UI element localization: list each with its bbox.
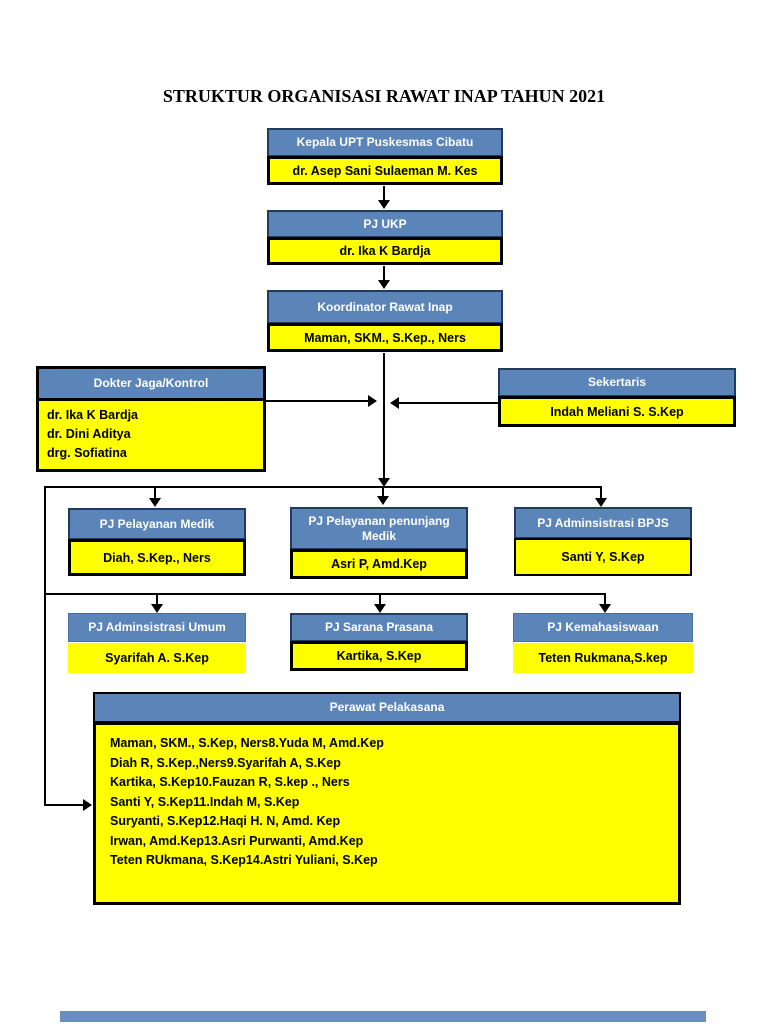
connector-row2-distribution xyxy=(44,593,606,595)
perawat-member: Diah R, S.Kep.,Ners9.Syarifah A, S.Kep xyxy=(110,755,341,770)
arrowhead-penunjang xyxy=(377,496,389,505)
org-box-koordinator-title: Koordinator Rawat Inap xyxy=(267,290,503,324)
org-box-pj-ukp-title: PJ UKP xyxy=(267,210,503,238)
connector-ukp-koordinator xyxy=(383,266,385,280)
connector-drop-sarana xyxy=(379,595,381,604)
connector-drop-penunjang xyxy=(382,488,384,496)
connector-drop-kemahasiswaan xyxy=(604,595,606,604)
dokter-jaga-member: dr. Ika K Bardja xyxy=(47,408,139,422)
org-box-sekertaris-title: Sekertaris xyxy=(498,368,736,397)
org-box-pelayanan-medik: PJ Pelayanan Medik Diah, S.Kep., Ners xyxy=(68,508,246,576)
arrowhead-dokter-jaga xyxy=(368,395,377,407)
arrowhead-koordinator-row1 xyxy=(378,478,390,487)
org-box-dokter-jaga: Dokter Jaga/Kontrol dr. Ika K Bardja dr.… xyxy=(36,366,266,472)
connector-kepala-ukp xyxy=(383,186,385,200)
org-box-sarana-prasana-name: Kartika, S.Kep xyxy=(290,641,468,671)
connector-dokter-jaga xyxy=(266,400,368,402)
org-box-sarana-prasana: PJ Sarana Prasana Kartika, S.Kep xyxy=(290,613,468,671)
org-box-penunjang-medik-title: PJ Pelayanan penunjang Medik xyxy=(290,507,468,550)
org-box-pelayanan-medik-name: Diah, S.Kep., Ners xyxy=(68,539,246,576)
org-box-penunjang-medik-name: Asri P, Amd.Kep xyxy=(290,549,468,579)
arrowhead-umum xyxy=(151,604,163,613)
arrowhead-sekertaris xyxy=(390,397,399,409)
arrowhead-ukp-koordinator xyxy=(378,280,390,289)
connector-perawat xyxy=(44,804,83,806)
perawat-member: Maman, SKM., S.Kep, Ners8.Yuda M, Amd.Ke… xyxy=(110,736,384,750)
connector-left-trunk xyxy=(44,486,46,805)
arrowhead-bpjs xyxy=(595,498,607,507)
arrowhead-kemahasiswaan xyxy=(599,604,611,613)
arrowhead-perawat xyxy=(83,799,92,811)
connector-row1-distribution xyxy=(44,486,602,488)
connector-drop-pelayanan-medik xyxy=(154,488,156,498)
org-box-kemahasiswaan-name: Teten Rukmana,S.kep xyxy=(513,643,693,673)
perawat-member: Kartika, S.Kep10.Fauzan R, S.kep ., Ners xyxy=(110,775,350,789)
perawat-member: Santi Y, S.Kep11.Indah M, S.Kep xyxy=(110,794,300,809)
arrowhead-pelayanan-medik xyxy=(149,498,161,507)
perawat-member: Irwan, Amd.Kep13.Asri Purwanti, Amd.Kep xyxy=(110,833,364,848)
org-box-sekertaris: Sekertaris Indah Meliani S. S.Kep xyxy=(498,368,736,427)
org-box-kemahasiswaan-title: PJ Kemahasiswaan xyxy=(513,613,693,642)
org-box-dokter-jaga-members: dr. Ika K Bardja dr. Dini Aditya drg. So… xyxy=(39,401,263,469)
dokter-jaga-member: dr. Dini Aditya xyxy=(47,427,131,441)
org-box-adminsistrasi-umum-title: PJ Adminsistrasi Umum xyxy=(68,613,246,642)
dokter-jaga-member: drg. Sofiatina xyxy=(47,446,127,460)
org-box-penunjang-medik: PJ Pelayanan penunjang Medik Asri P, Amd… xyxy=(290,507,468,579)
org-box-adminsistrasi-bpjs-title: PJ Adminsistrasi BPJS xyxy=(514,507,692,539)
org-box-pj-ukp-name: dr. Ika K Bardja xyxy=(267,237,503,265)
connector-sekertaris xyxy=(399,402,498,404)
org-box-dokter-jaga-title: Dokter Jaga/Kontrol xyxy=(39,369,263,401)
org-box-perawat-members: Maman, SKM., S.Kep, Ners8.Yuda M, Amd.Ke… xyxy=(93,722,681,905)
org-box-kemahasiswaan: PJ Kemahasiswaan Teten Rukmana,S.kep xyxy=(513,613,693,673)
org-box-perawat-title: Perawat Pelakasana xyxy=(93,692,681,723)
org-box-koordinator: Koordinator Rawat Inap Maman, SKM., S.Ke… xyxy=(267,290,503,352)
next-page-top-strip xyxy=(60,1011,706,1022)
arrowhead-kepala-ukp xyxy=(378,200,390,209)
org-box-kepala: Kepala UPT Puskesmas Cibatu dr. Asep San… xyxy=(267,128,503,185)
perawat-member: Teten RUkmana, S.Kep14.Astri Yuliani, S.… xyxy=(110,853,378,867)
arrowhead-sarana xyxy=(374,604,386,613)
org-box-kepala-name: dr. Asep Sani Sulaeman M. Kes xyxy=(267,156,503,185)
perawat-member: Suryanti, S.Kep12.Haqi H. N, Amd. Kep xyxy=(110,814,341,828)
org-box-adminsistrasi-bpjs-name: Santi Y, S.Kep xyxy=(514,538,692,576)
page-title: STRUKTUR ORGANISASI RAWAT INAP TAHUN 202… xyxy=(162,86,606,106)
org-box-perawat: Perawat Pelakasana Maman, SKM., S.Kep, N… xyxy=(93,692,681,905)
org-box-koordinator-name: Maman, SKM., S.Kep., Ners xyxy=(267,323,503,352)
org-box-sekertaris-name: Indah Meliani S. S.Kep xyxy=(498,396,736,427)
org-box-pelayanan-medik-title: PJ Pelayanan Medik xyxy=(68,508,246,540)
org-box-kepala-title: Kepala UPT Puskesmas Cibatu xyxy=(267,128,503,157)
connector-drop-bpjs xyxy=(600,488,602,498)
org-box-adminsistrasi-umum: PJ Adminsistrasi Umum Syarifah A. S.Kep xyxy=(68,613,246,673)
connector-drop-umum xyxy=(156,595,158,604)
org-box-adminsistrasi-umum-name: Syarifah A. S.Kep xyxy=(68,643,246,673)
org-box-pj-ukp: PJ UKP dr. Ika K Bardja xyxy=(267,210,503,265)
org-box-sarana-prasana-title: PJ Sarana Prasana xyxy=(290,613,468,642)
connector-koordinator-row1 xyxy=(383,353,385,478)
org-box-adminsistrasi-bpjs: PJ Adminsistrasi BPJS Santi Y, S.Kep xyxy=(514,507,692,576)
